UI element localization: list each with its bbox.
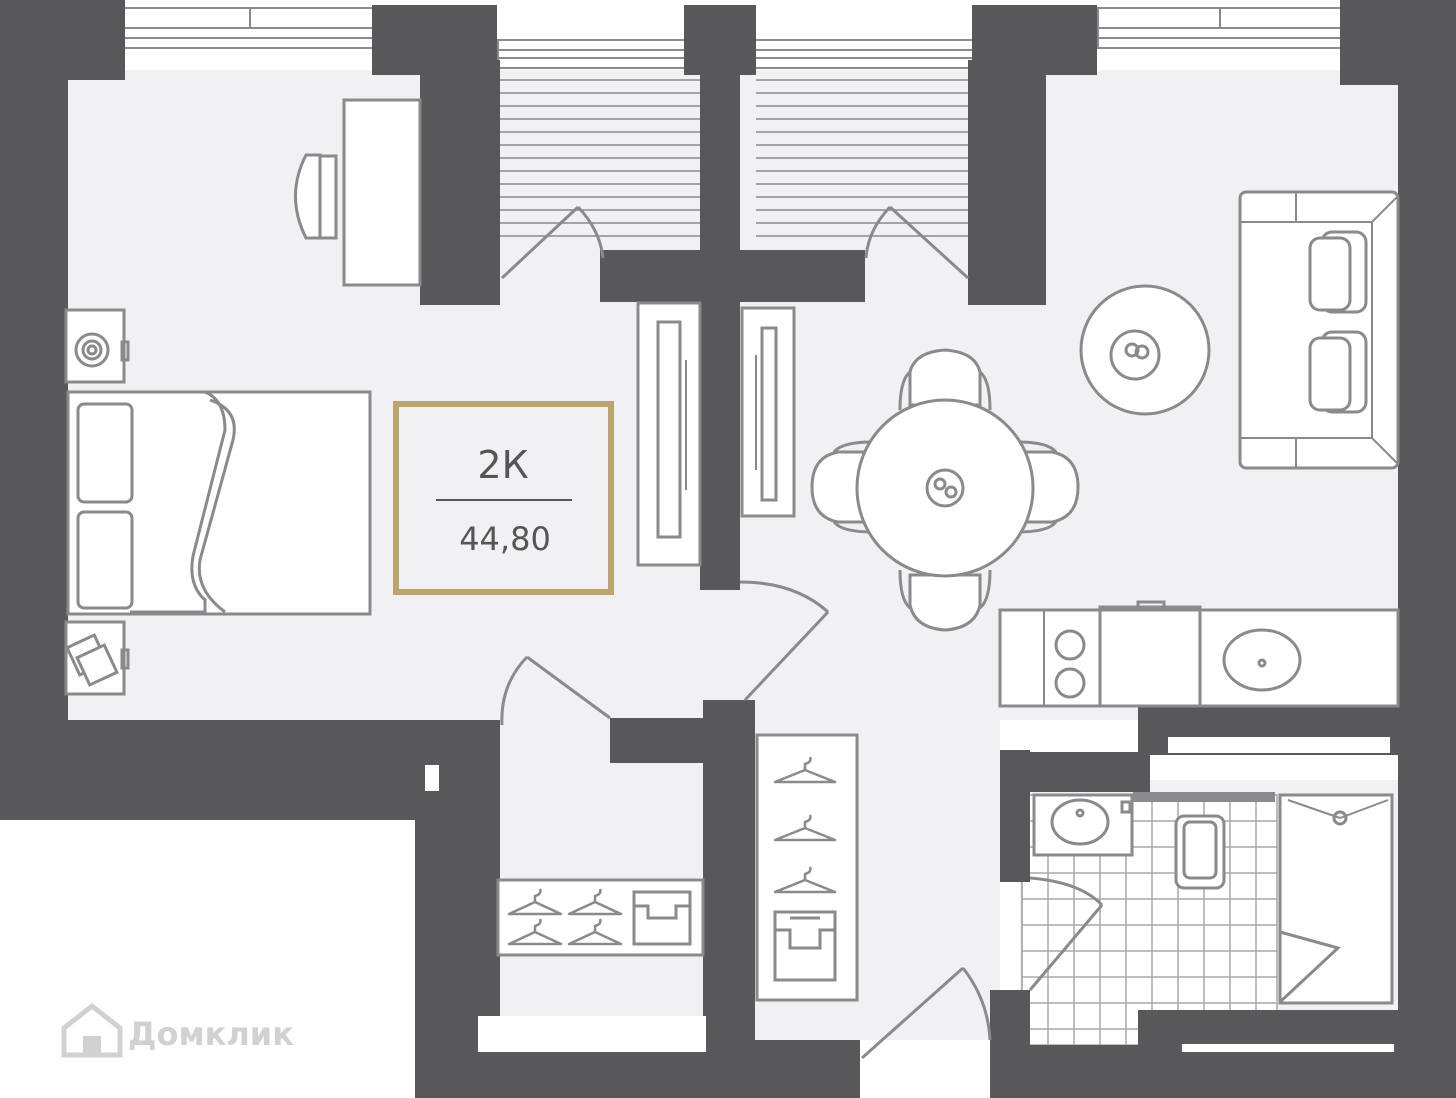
dining-chair-top (898, 348, 992, 411)
dining-table (855, 398, 1035, 578)
door-entrance (861, 966, 992, 1060)
wardrobe-living (740, 306, 796, 518)
sofa (1238, 190, 1400, 470)
wall-slots (478, 737, 1394, 1052)
wardrobe-bedroom (636, 301, 702, 567)
dining-chair-bottom (898, 569, 992, 632)
bathroom-sink (1032, 793, 1134, 857)
door-closet (500, 655, 611, 726)
coffee-table (1079, 284, 1211, 416)
hanger-icon (567, 888, 623, 916)
hanger-icon (773, 866, 837, 894)
cooktop (1054, 629, 1086, 699)
hanger-icon (773, 756, 837, 784)
house-logo-icon (61, 1002, 123, 1058)
window-living (1097, 7, 1345, 49)
door-bathroom (1028, 876, 1104, 991)
toilet (1174, 814, 1226, 890)
kitchen-sink (1222, 628, 1302, 692)
door-hall-bedroom (739, 580, 830, 702)
nightstand-bottom (64, 620, 130, 696)
shower (1278, 793, 1394, 1005)
apartment-label: 2К 44,80 (393, 401, 614, 595)
door-bedroom-balcony (500, 205, 605, 280)
watermark-text: Домклик (128, 1015, 294, 1053)
desk (342, 98, 422, 287)
desk-chair (294, 153, 338, 240)
apartment-type: 2К (477, 443, 528, 487)
window-bedroom (121, 7, 375, 49)
hanger-icon (773, 814, 837, 842)
hanger-icon (507, 888, 563, 916)
watermark: Домклик (61, 1002, 294, 1058)
door-living-balcony (864, 205, 970, 280)
nightstand-top (64, 308, 130, 384)
hanger-icon (507, 918, 563, 946)
hanger-icon (567, 918, 623, 946)
closet-shelf (496, 878, 705, 957)
double-bed (66, 390, 372, 616)
dining-chair-left (810, 440, 873, 534)
doors (500, 205, 1104, 1060)
apartment-area: 44,80 (459, 520, 551, 558)
hallway-wardrobe (755, 733, 859, 1002)
